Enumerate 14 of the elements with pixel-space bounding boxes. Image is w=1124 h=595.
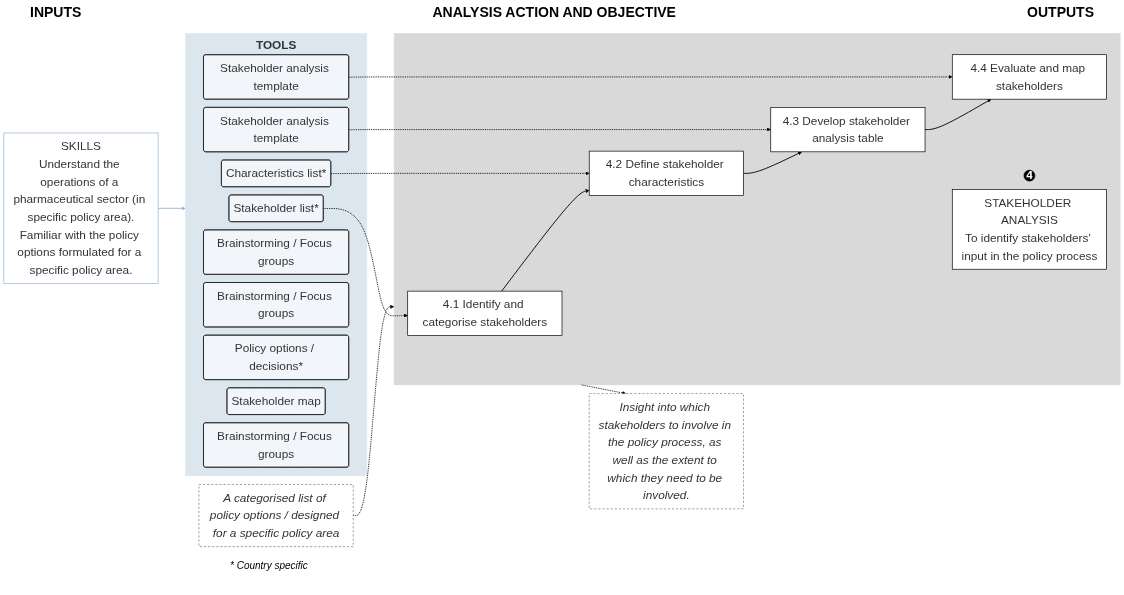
node-box: STAKEHOLDER ANALYSIS To identify stakeholders’ input in the policy process [951, 189, 1107, 270]
column-heading: OUTPUTS [1027, 4, 1094, 20]
node-box: 4.2 Define stakeholder characteristics [588, 150, 744, 196]
node-box: 4.1 Identify and categorise stakeholders [407, 290, 563, 336]
node-box: 4.3 Develop stakeholder analysis table [770, 107, 926, 153]
column-heading: ANALYSIS ACTION AND OBJECTIVE [432, 4, 676, 20]
node-circle: 4 [1023, 169, 1036, 182]
cluster [393, 33, 1121, 386]
footnote: * Country specific [230, 560, 308, 571]
column-heading: INPUTS [30, 4, 82, 20]
node-box: A categorised list of policy options / designed for a specific policy area [198, 484, 354, 547]
node-box: SKILLS Understand the operations of a pharmaceutical sector (in specific policy area). Familiar with the policy options formulated for a specific policy area. [3, 132, 159, 284]
node-box: Insight into which stakeholders to involve in the policy process, as well as the extent to which they need to be involved. [589, 393, 744, 510]
node-box: 4.4 Evaluate and map stakeholders [951, 54, 1107, 100]
